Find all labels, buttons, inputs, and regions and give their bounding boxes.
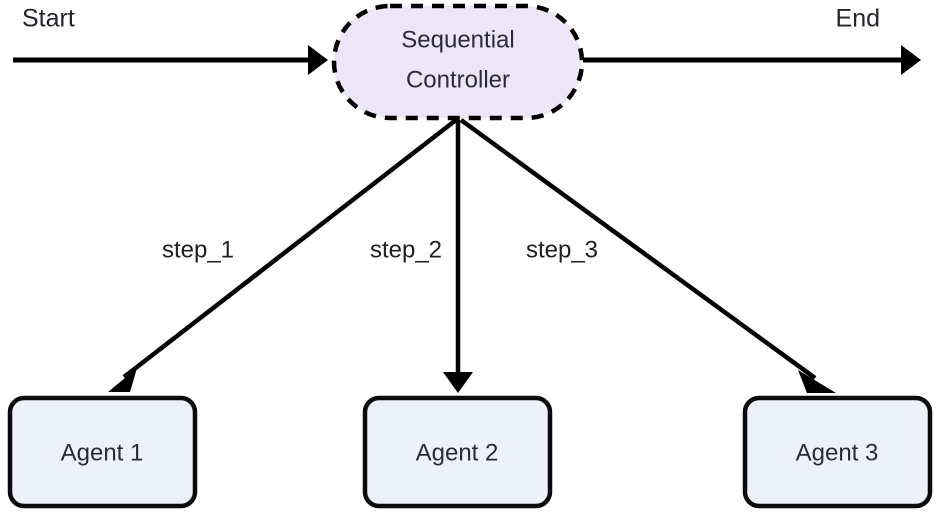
edge-controller-to-end <box>583 45 921 75</box>
edge-step-1-line <box>122 118 458 379</box>
edge-start-to-controller <box>13 45 328 75</box>
arrowhead-controller-to-end-icon <box>901 45 921 75</box>
edge-label-step-3: step_3 <box>526 236 598 263</box>
arrowhead-start-to-controller-icon <box>308 45 328 75</box>
agent-2-shape[interactable] <box>362 395 553 509</box>
end-label: End <box>836 5 880 33</box>
edge-controller-to-agent-3 <box>459 118 836 393</box>
edge-controller-to-agent-2 <box>443 120 473 393</box>
start-label: Start <box>22 5 75 33</box>
controller-label-line2: Controller <box>406 66 510 93</box>
agent-3-label: Agent 3 <box>796 439 879 466</box>
arrowhead-step-3-icon <box>798 370 836 393</box>
agent-1-label: Agent 1 <box>61 439 144 466</box>
controller-label-line1: Sequential <box>401 26 514 53</box>
edge-controller-to-agent-1 <box>108 118 458 392</box>
agent-3-shape[interactable] <box>742 395 933 509</box>
arrowhead-step-1-icon <box>108 368 137 392</box>
edge-label-step-2: step_2 <box>370 236 442 263</box>
agent-2-label: Agent 2 <box>416 439 499 466</box>
node-sequential-controller[interactable]: Sequential Controller <box>331 3 585 121</box>
node-agent-1[interactable]: Agent 1 <box>7 395 198 509</box>
arrowhead-step-2-icon <box>443 372 473 393</box>
node-agent-3[interactable]: Agent 3 <box>742 395 933 509</box>
agent-1-shape[interactable] <box>7 395 198 509</box>
edge-label-step-1: step_1 <box>162 236 234 263</box>
node-agent-2[interactable]: Agent 2 <box>362 395 553 509</box>
controller-shape[interactable] <box>331 3 585 121</box>
edge-step-3-line <box>459 118 817 380</box>
